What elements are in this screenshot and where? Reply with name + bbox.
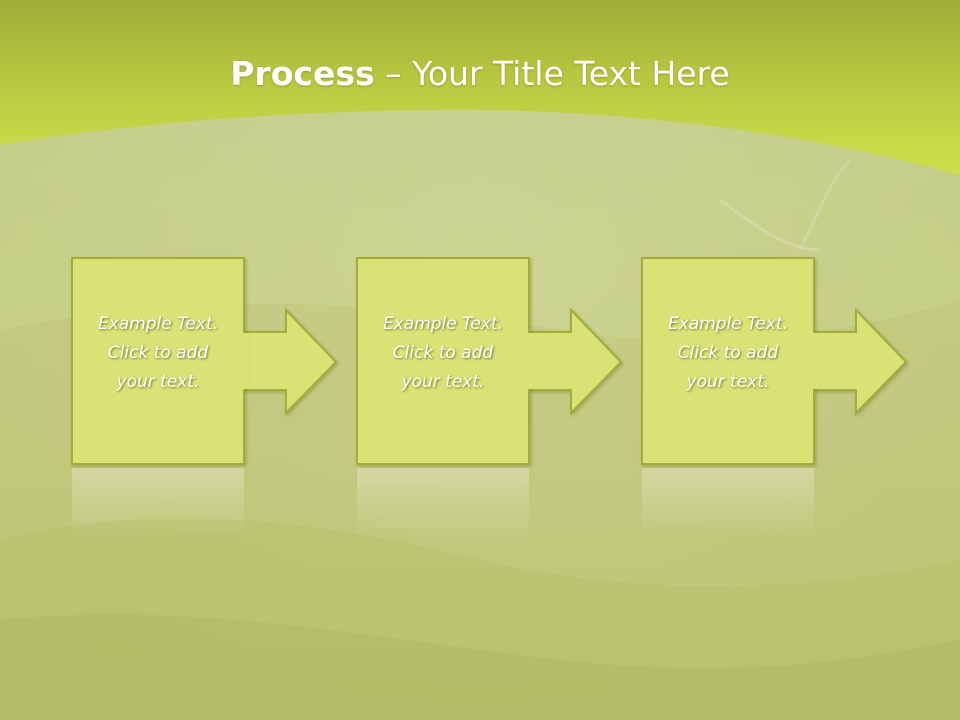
step-reflection — [642, 468, 814, 538]
step-seam — [242, 333, 248, 389]
step-arrow[interactable] — [241, 307, 338, 416]
step-text-line: Example Text. — [382, 314, 504, 334]
slide-title[interactable]: Process – Your Title Text Here — [0, 52, 960, 96]
step-text-line: Click to add — [392, 343, 494, 363]
step-seam — [812, 333, 818, 389]
step-text[interactable]: Example Text. Click to add your text. — [356, 310, 530, 397]
step-text-line: Example Text. — [667, 314, 789, 334]
step-arrow[interactable] — [811, 307, 908, 416]
step-text-line: your text. — [401, 372, 485, 392]
step-reflection — [72, 468, 244, 538]
step-box[interactable] — [641, 257, 815, 465]
step-reflection — [357, 468, 529, 538]
step-seam — [527, 333, 533, 389]
title-text: Your Title Text Here — [412, 54, 730, 93]
step-text-line: Example Text. — [97, 314, 219, 334]
step-text-line: your text. — [686, 372, 770, 392]
step-text[interactable]: Example Text. Click to add your text. — [71, 310, 245, 397]
step-box[interactable] — [356, 257, 530, 465]
title-bold-part: Process — [230, 54, 375, 93]
step-box[interactable] — [71, 257, 245, 465]
step-text[interactable]: Example Text. Click to add your text. — [641, 310, 815, 397]
step-arrow[interactable] — [526, 307, 623, 416]
step-text-line: Click to add — [677, 343, 779, 363]
step-text-line: Click to add — [107, 343, 209, 363]
title-separator: – — [374, 54, 413, 93]
step-text-line: your text. — [116, 372, 200, 392]
